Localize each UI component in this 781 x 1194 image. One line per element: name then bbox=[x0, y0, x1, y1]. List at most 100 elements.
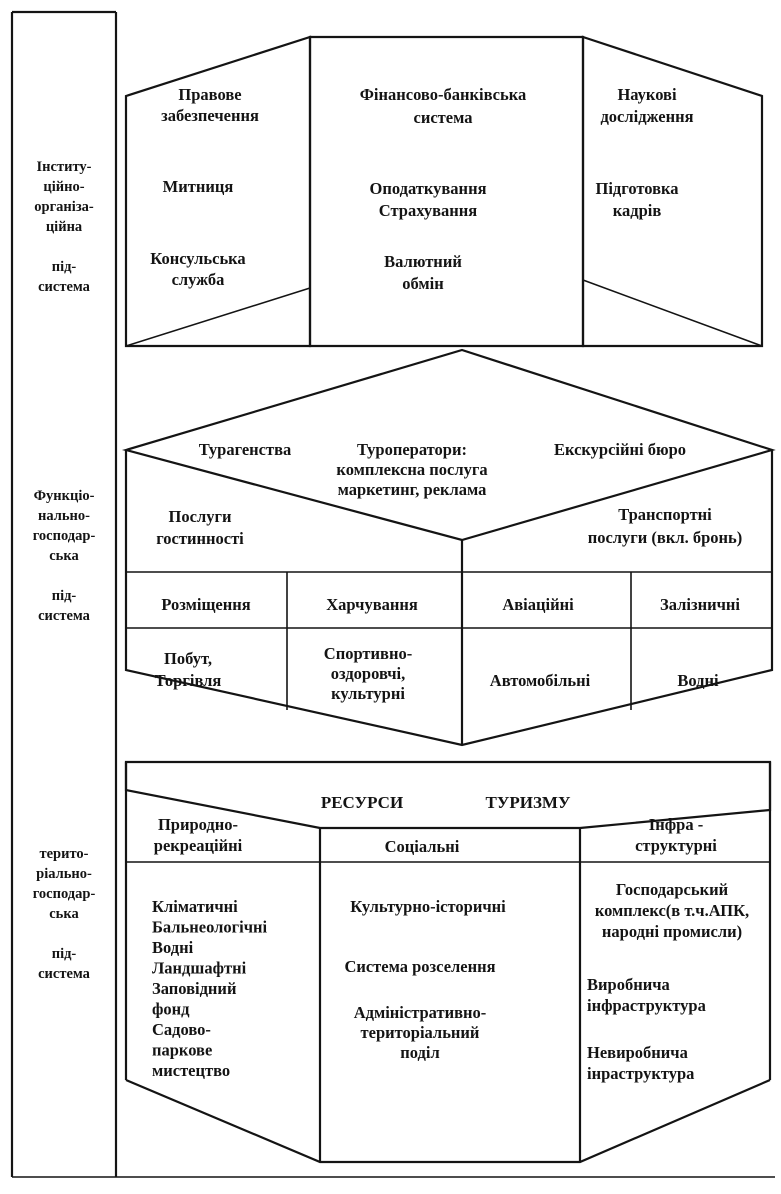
text-line: структурні bbox=[635, 836, 717, 855]
text-line: Виробнича bbox=[587, 975, 670, 994]
outer-frame bbox=[10, 10, 775, 1178]
text-line: Залізничні bbox=[660, 595, 740, 614]
text-line: Послуги bbox=[169, 507, 232, 526]
text-line: Екскурсійні бюро bbox=[554, 440, 686, 459]
text-line: Побут, bbox=[164, 649, 212, 668]
text-line: ційна bbox=[46, 219, 83, 235]
text-line: Торгівля bbox=[155, 671, 222, 690]
cell-catering: Харчування bbox=[326, 595, 418, 614]
label-staff-training: Підготовка кадрів bbox=[595, 179, 678, 220]
title-tourism: ТУРИЗМУ bbox=[486, 793, 571, 812]
cell-aviation: Авіаційні bbox=[502, 595, 574, 614]
text-line: Кліматичні bbox=[152, 897, 238, 916]
text-line: Фінансово-банківська bbox=[360, 85, 527, 104]
text-line: Інститу- bbox=[37, 159, 92, 175]
item-cultural-historical: Культурно-історичні bbox=[350, 897, 506, 916]
text-line: Турагенства bbox=[199, 440, 292, 459]
text-line: Наукові bbox=[617, 85, 677, 104]
text-line: Харчування bbox=[326, 595, 418, 614]
text-line: господар- bbox=[33, 528, 96, 544]
title-resources: РЕСУРСИ bbox=[321, 793, 403, 812]
text-line: господар- bbox=[33, 886, 96, 902]
text-line: поділ bbox=[400, 1043, 439, 1062]
text-line: Культурно-історичні bbox=[350, 897, 506, 916]
text-line: Транспортні bbox=[618, 505, 712, 524]
cell-accommodation: Розміщення bbox=[161, 595, 250, 614]
cell-household-trade: Побут, Торгівля bbox=[155, 649, 222, 690]
label-customs: Митниця bbox=[163, 177, 234, 196]
text-line: фонд bbox=[152, 1000, 190, 1019]
text-line: Консульська bbox=[150, 249, 245, 268]
text-line: служба bbox=[172, 270, 225, 289]
header-infrastructure: Інфра - структурні bbox=[635, 815, 717, 855]
bottom-block-shape bbox=[124, 760, 772, 1164]
text-line: маркетинг, реклама bbox=[338, 480, 487, 499]
cell-water-transport: Водні bbox=[677, 671, 719, 690]
text-line: Водні bbox=[152, 938, 194, 957]
middle-block-shape bbox=[121, 348, 776, 747]
text-line: система bbox=[38, 966, 91, 982]
label-transport-services: Транспортні послуги (вкл. бронь) bbox=[588, 505, 743, 547]
text-line: Соціальні bbox=[385, 837, 460, 856]
cell-railway: Залізничні bbox=[660, 595, 740, 614]
text-line: Митниця bbox=[163, 177, 234, 196]
item-settlement-system: Система розселення bbox=[344, 957, 495, 976]
text-line: ріально- bbox=[36, 866, 92, 882]
text-line: Оподаткування bbox=[369, 179, 486, 198]
text-line: Автомобільні bbox=[490, 671, 591, 690]
text-line: система bbox=[38, 279, 91, 295]
text-line: паркове bbox=[152, 1041, 212, 1060]
top-block-shape bbox=[124, 35, 764, 348]
text-line: терито- bbox=[40, 846, 89, 862]
text-line: Підготовка bbox=[595, 179, 678, 198]
text-line: Туроператори: bbox=[357, 440, 467, 459]
text-line: Адміністративно- bbox=[354, 1003, 487, 1022]
header-social: Соціальні bbox=[385, 837, 460, 856]
text-line: організа- bbox=[34, 199, 94, 215]
text-line: обмін bbox=[402, 274, 444, 293]
text-line: Заповідний bbox=[152, 979, 237, 998]
text-line: рекреаційні bbox=[154, 836, 243, 855]
label-finance-banking: Фінансово-банківська система bbox=[360, 85, 527, 127]
text-line: Садово- bbox=[152, 1020, 211, 1039]
text-line: Ландшафтні bbox=[152, 959, 247, 978]
label-consular-service: Консульська служба bbox=[150, 249, 245, 289]
text-line: Розміщення bbox=[161, 595, 250, 614]
text-line: дослідження bbox=[600, 107, 693, 126]
text-line: Страхування bbox=[379, 201, 477, 220]
text-line: Спортивно- bbox=[324, 644, 412, 663]
text-line: Природно- bbox=[158, 815, 238, 834]
text-line: кадрів bbox=[613, 201, 662, 220]
text-line: Валютний bbox=[384, 252, 462, 271]
text-line: мистецтво bbox=[152, 1061, 230, 1080]
text-line: територіальний bbox=[361, 1023, 480, 1042]
text-line: Невиробнича bbox=[587, 1043, 688, 1062]
label-currency-exchange: Валютний обмін bbox=[384, 252, 462, 293]
text-line: Правове bbox=[178, 85, 241, 104]
text-line: оздоровчі, bbox=[331, 664, 406, 683]
header-natural-recreational: Природно-рекреаційні bbox=[154, 815, 243, 855]
text-line: ційно- bbox=[43, 179, 84, 195]
text-line: система bbox=[414, 108, 473, 127]
text-line: комплексна послуга bbox=[336, 460, 487, 479]
text-line: під- bbox=[52, 259, 77, 275]
text-line: нально- bbox=[38, 508, 90, 524]
label-travel-agencies: Турагенства bbox=[199, 440, 292, 459]
text-line: Інфра - bbox=[649, 815, 703, 834]
text-line: система bbox=[38, 608, 91, 624]
text-line: ська bbox=[49, 548, 79, 564]
text-line: послуги (вкл. бронь) bbox=[588, 528, 743, 547]
text-line: Господарський bbox=[616, 880, 729, 899]
text-line: Функціо- bbox=[34, 488, 95, 504]
text-line: інраструктура bbox=[587, 1064, 694, 1083]
cell-sports-health-culture: Спортивно-оздоровчі,культурні bbox=[324, 644, 412, 703]
